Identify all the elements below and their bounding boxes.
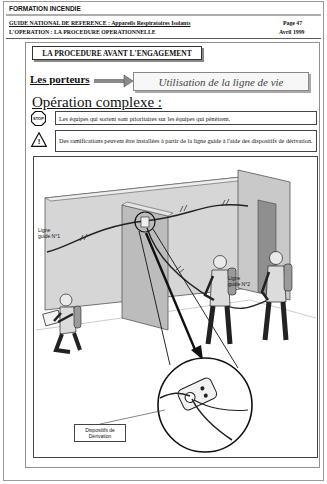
header-text: FORMATION INCENDIE: [9, 5, 209, 12]
arrow-head: [124, 75, 133, 87]
laptop: [43, 310, 62, 326]
date-text: Avril 1999: [279, 29, 319, 36]
helmet: [60, 294, 72, 306]
note-box: Des ramifications peuvent être installée…: [55, 130, 317, 152]
page-border: [4, 2, 324, 481]
rule-box: Les équipes qui sortent sont prioritaire…: [55, 111, 317, 125]
guide-line: [147, 228, 268, 308]
page-number: Page 47: [283, 20, 319, 27]
note-box-text: Des ramifications peuvent être installée…: [59, 137, 313, 145]
connector-arrow: [94, 75, 133, 87]
line-label: Ligne guide N°2: [228, 276, 252, 288]
line-marker: [176, 266, 184, 273]
wall-top: [122, 202, 173, 216]
header-rule: [6, 38, 321, 39]
warning-triangle-text: !: [31, 134, 47, 146]
heading-box-text: LA PROCEDURE AVANT L'ENGAGEMENT: [33, 49, 201, 58]
leg: [208, 306, 230, 344]
leg: [265, 302, 286, 340]
caption-box: Dispositifs de Dérivation: [74, 424, 126, 442]
zoom-leader: [153, 229, 238, 368]
helmet: [214, 256, 227, 269]
caption-box-text: Dispositifs de Dérivation: [75, 427, 125, 439]
guide-line: [192, 399, 232, 440]
topic-box: Utilisation de la ligne de vie: [133, 72, 309, 91]
header-text: L'OPERATION : LA PROCEDURE OPERATIONNELL…: [9, 29, 249, 36]
firefighter-figure: [205, 256, 236, 345]
arm: [54, 313, 73, 322]
triangle-shape: [32, 133, 47, 147]
heading-box: LA PROCEDURE AVANT L'ENGAGEMENT: [32, 46, 202, 60]
air-tank: [284, 264, 292, 291]
rule-box-text: Les équipes qui sortent sont prioritaire…: [59, 115, 313, 122]
guide-line: [160, 393, 190, 398]
wall-top: [45, 176, 256, 201]
topic-box-text: Utilisation de la ligne de vie: [134, 76, 308, 88]
body: [266, 266, 286, 302]
zoom-inset: [158, 358, 252, 452]
content-frame: [26, 43, 320, 468]
warning-triangle: !: [31, 132, 47, 147]
helmet: [270, 252, 283, 265]
junction-device: [141, 217, 149, 227]
zoom-circle: [135, 212, 155, 232]
device-bolt: [200, 386, 205, 391]
leg: [56, 333, 80, 352]
topic-heading-text: Les porteurs: [30, 73, 94, 85]
header-text: GUIDE NATIONAL DE REFERENCE : Appareils …: [9, 20, 249, 27]
device-bolt: [203, 393, 208, 398]
firefighter-figure: [43, 294, 81, 352]
illustration-frame: [34, 157, 318, 458]
device-ring: [183, 391, 196, 404]
line-marker: [80, 199, 229, 241]
arm: [262, 272, 269, 300]
air-tank: [74, 306, 81, 328]
octagon-shape: [32, 112, 46, 126]
arrow-shaft: [94, 79, 125, 83]
line-label: Ligne guide N°1: [38, 228, 60, 240]
firefighter-figure: [262, 252, 292, 341]
guide-line: [194, 400, 248, 411]
header-rule: [6, 15, 321, 16]
arm: [205, 276, 214, 300]
leader-line: [100, 410, 165, 424]
stop-sign: STOP: [31, 111, 46, 126]
section-heading: Opération complexe :: [32, 94, 232, 111]
topic-heading: Les porteurs: [30, 71, 94, 87]
stop-sign-text: STOP: [31, 116, 46, 121]
zoom-arrow: [146, 233, 196, 352]
